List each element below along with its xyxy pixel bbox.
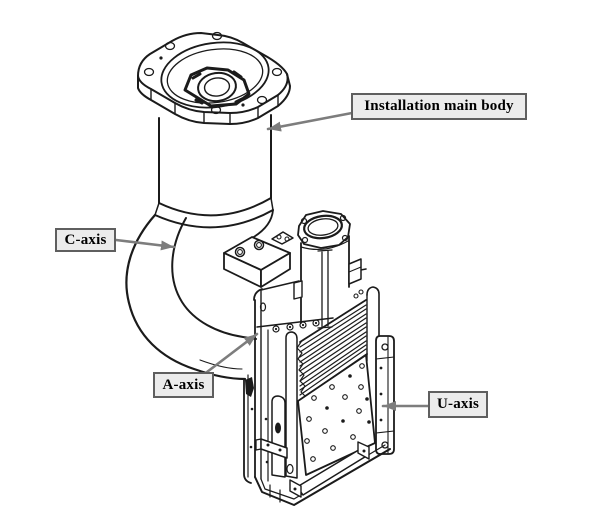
center-coupling <box>183 66 251 108</box>
u-axis-slide-unit <box>243 268 395 506</box>
corner-post <box>353 286 380 362</box>
leader-arrow-installation-main-body <box>266 111 354 132</box>
ledge-bolts <box>272 319 320 333</box>
a-axis-drive-box <box>223 231 294 288</box>
right-flange-plate <box>375 335 395 455</box>
callout-a-axis: A-axis <box>153 372 214 398</box>
callout-installation-main-body: Installation main body <box>351 93 527 120</box>
guide-rail-posts <box>249 331 298 479</box>
c-axis-elbow-housing <box>125 209 274 381</box>
callout-u-axis: U-axis <box>428 391 488 418</box>
main-column <box>154 114 274 229</box>
tool-mounting-plate <box>297 354 376 476</box>
callout-installation-main-body-label: Installation main body <box>364 98 514 114</box>
servo-motor <box>293 210 362 329</box>
leader-arrow-c-axis <box>114 238 176 251</box>
callout-c-axis-label: C-axis <box>64 231 107 248</box>
top-mounting-flange <box>137 31 291 125</box>
callout-c-axis: C-axis <box>55 228 116 252</box>
callout-u-axis-label: U-axis <box>436 396 480 412</box>
callout-a-axis-label: A-axis <box>162 376 205 393</box>
leader-arrow-a-axis <box>205 332 259 374</box>
block-bottom <box>254 441 391 506</box>
